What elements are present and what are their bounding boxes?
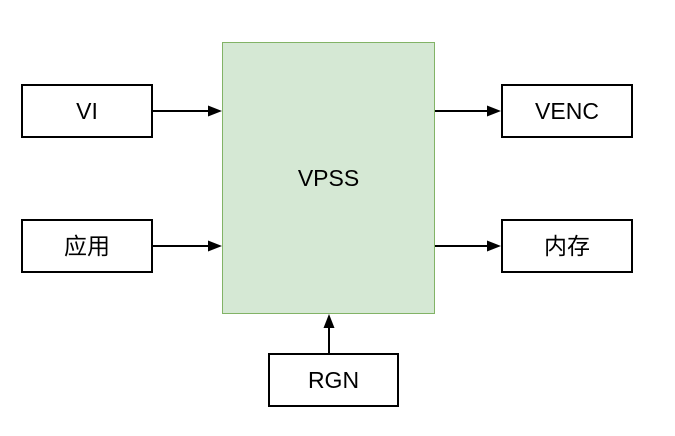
node-vpss-label: VPSS xyxy=(297,164,360,191)
node-venc: VENC xyxy=(501,84,633,138)
edge-vpss-to-memory xyxy=(435,240,501,252)
edge-rgn-to-vpss xyxy=(323,314,335,353)
node-vi-label: VI xyxy=(76,97,98,124)
node-memory-label: 内存 xyxy=(544,232,590,259)
node-rgn-label: RGN xyxy=(307,366,360,393)
edge-vpss-to-venc xyxy=(435,105,501,117)
node-vpss: VPSS xyxy=(222,42,435,314)
node-vi: VI xyxy=(21,84,153,138)
edge-app-to-vpss xyxy=(153,240,222,252)
node-venc-label: VENC xyxy=(535,97,599,124)
node-app-label: 应用 xyxy=(64,232,110,259)
node-rgn: RGN xyxy=(268,353,399,407)
node-app: 应用 xyxy=(21,219,153,273)
edge-vi-to-vpss xyxy=(153,105,222,117)
node-memory: 内存 xyxy=(501,219,633,273)
